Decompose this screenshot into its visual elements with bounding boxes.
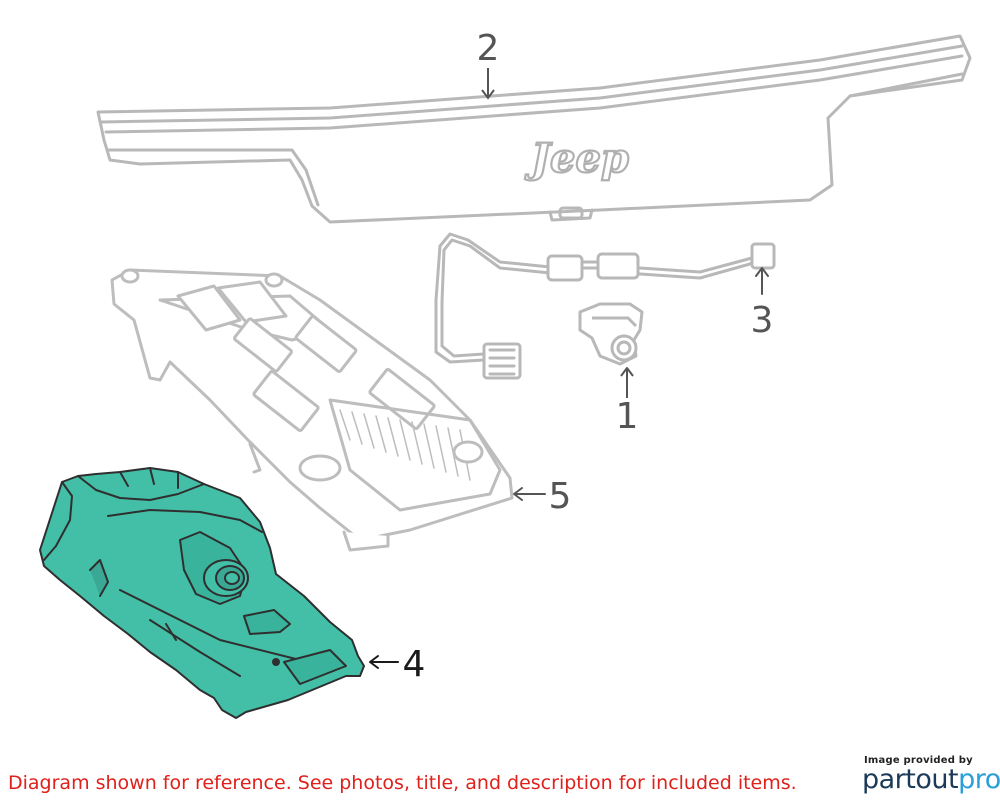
part-3-wiring-harness: [434, 232, 776, 380]
credit-caption: Image provided by: [864, 755, 973, 766]
callout-2: 2: [477, 28, 500, 69]
callout-1: 1: [616, 396, 639, 437]
jeep-badge-text: Jeep: [524, 135, 629, 182]
partoutpro-logo: partoutpro: [862, 764, 1000, 795]
disclaimer-text: Diagram shown for reference. See photos,…: [8, 772, 797, 794]
image-credit: Image provided by partoutpro: [862, 755, 1000, 795]
part-2-liftgate-applique: [96, 34, 972, 224]
part-2-leader: [481, 68, 495, 100]
callout-5: 5: [549, 476, 572, 517]
logo-part-2: pro: [958, 764, 1000, 795]
part-1-backup-camera: [578, 302, 644, 398]
part-5-mounting-bracket: [110, 268, 546, 552]
callout-4: 4: [403, 644, 426, 685]
logo-part-1: partout: [862, 764, 959, 795]
part-4-camera-module: [39, 467, 399, 719]
callout-3: 3: [751, 300, 774, 341]
jeep-badge: Jeep: [523, 134, 630, 183]
